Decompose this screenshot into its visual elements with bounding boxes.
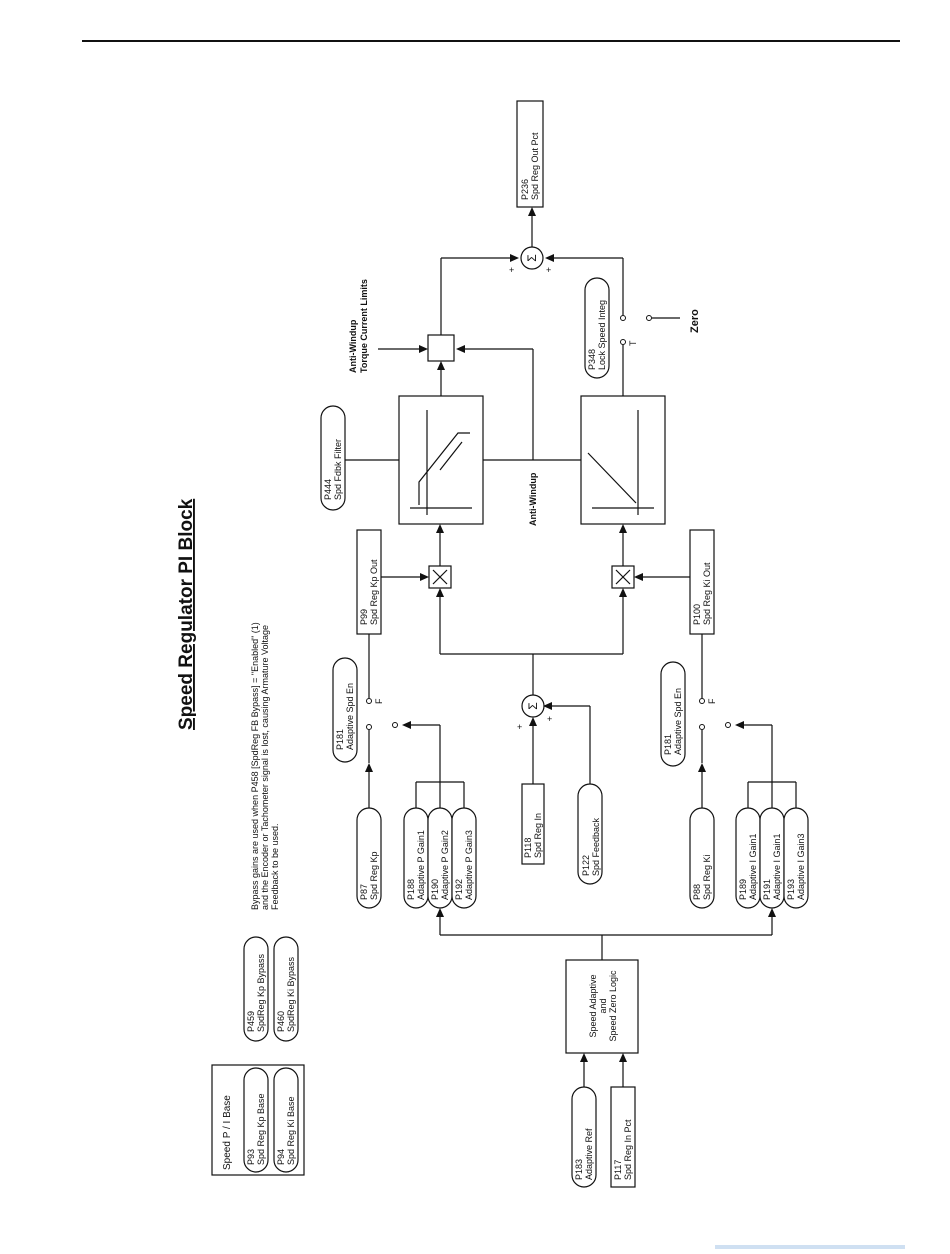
svg-text:Adaptive Ref: Adaptive Ref — [584, 1128, 594, 1180]
anti-windup-limits-label: Anti-Windup Torque Current Limits — [348, 279, 369, 373]
svg-text:P122: P122 — [581, 855, 591, 876]
svg-text:Adaptive Spd En: Adaptive Spd En — [345, 683, 355, 750]
svg-text:Spd Fdbk Filter: Spd Fdbk Filter — [333, 439, 343, 500]
p181-p-pill[interactable] — [332, 657, 358, 763]
svg-text:Anti-Windup: Anti-Windup — [348, 319, 358, 373]
svg-text:+: + — [547, 714, 552, 724]
svg-text:P236: P236 — [520, 179, 530, 200]
svg-text:P189: P189 — [738, 879, 748, 900]
logic-label: Speed Adaptive and Speed Zero Logic — [588, 970, 618, 1042]
svg-text:Speed Adaptive: Speed Adaptive — [588, 974, 598, 1037]
svg-text:P88: P88 — [692, 884, 702, 900]
bypass-note: Bypass gains are used when P458 [SpdReg … — [250, 622, 280, 910]
integral-block — [580, 395, 666, 525]
svg-text:P93: P93 — [246, 1149, 256, 1165]
limit-junction — [427, 334, 455, 362]
svg-text:P348: P348 — [587, 349, 597, 370]
p444-pill[interactable] — [320, 405, 346, 511]
svg-text:P181: P181 — [663, 734, 673, 755]
page-title: Speed Regulator PI Block — [176, 498, 197, 730]
zero-label: Zero — [689, 309, 701, 333]
svg-text:Adaptive Spd En: Adaptive Spd En — [673, 688, 683, 755]
svg-text:Spd Reg Ki Base: Spd Reg Ki Base — [286, 1096, 296, 1165]
svg-text:Spd Reg In: Spd Reg In — [533, 813, 543, 858]
svg-text:Spd Feedback: Spd Feedback — [591, 817, 601, 876]
svg-text:P181: P181 — [335, 729, 345, 750]
svg-text:T: T — [628, 340, 638, 346]
svg-text:P117: P117 — [613, 1160, 623, 1180]
svg-text:P191: P191 — [762, 879, 772, 900]
svg-text:P183: P183 — [574, 1159, 584, 1180]
svg-text:P192: P192 — [454, 879, 464, 900]
svg-text:Spd Reg Ki: Spd Reg Ki — [702, 854, 712, 900]
footer-bar — [715, 1245, 905, 1249]
svg-text:Spd Reg Kp: Spd Reg Kp — [369, 851, 379, 900]
svg-text:and: and — [598, 998, 608, 1013]
svg-text:P193: P193 — [786, 879, 796, 900]
svg-text:+: + — [509, 265, 514, 275]
svg-text:P188: P188 — [406, 879, 416, 900]
p99-box[interactable] — [356, 529, 382, 635]
svg-text:Bypass gains are used when P45: Bypass gains are used when P458 [SpdReg … — [250, 622, 260, 910]
base-group-title: Speed P / I Base — [222, 1095, 233, 1170]
svg-text:Adaptive P Gain1: Adaptive P Gain1 — [416, 830, 426, 900]
svg-text:F: F — [374, 698, 384, 704]
svg-text:Spd Reg Kp Out: Spd Reg Kp Out — [369, 559, 379, 625]
svg-text:+: + — [517, 722, 522, 732]
svg-text:Spd Reg Ki Out: Spd Reg Ki Out — [702, 562, 712, 625]
svg-text:Spd Reg Kp Base: Spd Reg Kp Base — [256, 1093, 266, 1165]
anti-windup-label: Anti-Windup — [528, 472, 538, 526]
p100-box[interactable] — [689, 529, 715, 635]
svg-text:Feedback to be used.: Feedback to be used. — [270, 823, 280, 910]
svg-text:+: + — [546, 265, 551, 275]
svg-text:SpdReg Kp Bypass: SpdReg Kp Bypass — [256, 953, 266, 1032]
svg-text:Adaptive I Gain3: Adaptive I Gain3 — [796, 833, 806, 900]
svg-text:Lock Speed Integ: Lock Speed Integ — [597, 300, 607, 370]
svg-text:SpdReg Ki Bypass: SpdReg Ki Bypass — [286, 956, 296, 1032]
p94-pill[interactable] — [273, 1067, 299, 1173]
svg-text:F: F — [707, 698, 717, 704]
speed-pi-base-group: Speed P / I Base P93 Spd Reg Kp Base P94… — [211, 1064, 305, 1176]
svg-text:P459: P459 — [246, 1011, 256, 1032]
svg-text:P99: P99 — [359, 609, 369, 625]
svg-text:Spd Reg Out Pct: Spd Reg Out Pct — [530, 132, 540, 200]
p348-pill[interactable] — [584, 277, 610, 379]
svg-text:Speed Zero Logic: Speed Zero Logic — [608, 970, 618, 1042]
proportional-limit-block — [398, 395, 484, 525]
svg-text:P444: P444 — [323, 479, 333, 500]
svg-text:P190: P190 — [430, 879, 440, 900]
svg-text:P94: P94 — [276, 1149, 286, 1165]
svg-text:P87: P87 — [359, 884, 369, 900]
svg-text:Adaptive I Gain1: Adaptive I Gain1 — [748, 833, 758, 900]
svg-text:Adaptive P Gain3: Adaptive P Gain3 — [464, 830, 474, 900]
svg-text:Spd Reg In Pct: Spd Reg In Pct — [623, 1119, 633, 1180]
svg-text:P118: P118 — [523, 838, 533, 858]
svg-text:P100: P100 — [692, 604, 702, 625]
svg-text:Adaptive P Gain2: Adaptive P Gain2 — [440, 830, 450, 900]
p236-box[interactable] — [516, 100, 544, 208]
svg-text:Σ: Σ — [525, 254, 539, 261]
svg-text:and the Encoder or Tachometer: and the Encoder or Tachometer signal is … — [260, 625, 270, 910]
svg-text:Torque Current Limits: Torque Current Limits — [359, 279, 369, 373]
svg-text:Adaptive I Gain1: Adaptive I Gain1 — [772, 833, 782, 900]
p181-i-pill[interactable] — [660, 661, 686, 767]
p460-pill[interactable] — [273, 936, 299, 1042]
p459-pill[interactable] — [243, 936, 269, 1042]
svg-text:Σ: Σ — [526, 702, 540, 709]
p93-pill[interactable] — [243, 1067, 269, 1173]
svg-text:P460: P460 — [276, 1011, 286, 1032]
